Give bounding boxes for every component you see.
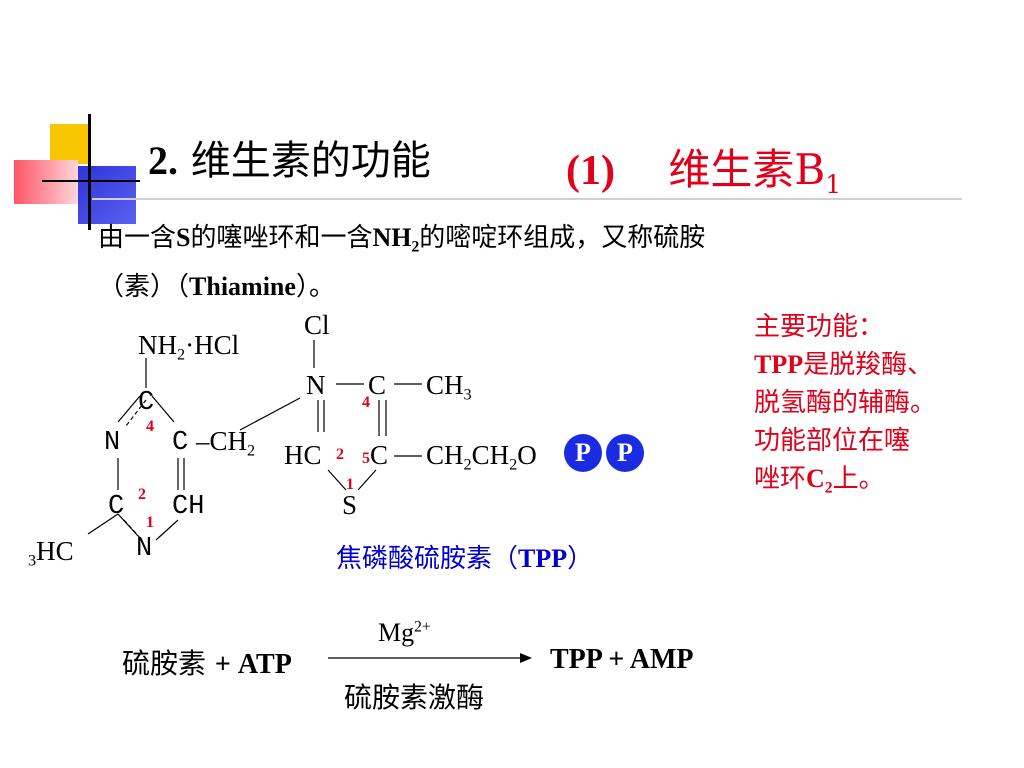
note-text: 唑环	[754, 464, 807, 494]
side-chain-subscript: 2	[463, 455, 472, 474]
description-line-1: 由一含S的噻唑环和一含NH2的嘧啶环组成，又称硫胺	[98, 218, 705, 267]
position-label: 4	[362, 394, 370, 411]
atom-n-bottom: N	[136, 534, 153, 564]
products-text: TPP + AMP	[550, 644, 694, 675]
note-subscript: 2	[824, 479, 833, 497]
decor-yellow-square	[50, 124, 90, 164]
compound-name-text: ）	[567, 544, 594, 574]
atom-side-chain: CH2CH2O	[426, 440, 537, 475]
side-chain-text: O	[517, 440, 537, 470]
decor-blue-square	[78, 166, 136, 224]
atom-c-bottom-left: C	[108, 492, 125, 522]
desc-nh: NH	[372, 223, 412, 252]
ch2-subscript: 2	[247, 441, 256, 460]
ch2-text: –CH	[196, 426, 248, 456]
note-text: 上。	[832, 464, 885, 494]
atom-c-thiazole-2: C	[370, 440, 389, 470]
note-heading: 主要功能：	[754, 312, 885, 342]
cofactor-charge: 2+	[414, 618, 431, 636]
hcl-text: ·HCl	[185, 330, 240, 360]
subtitle-text: 维生素B	[668, 145, 826, 194]
desc-text: 的嘧啶环组成，又称硫胺	[419, 223, 706, 253]
note-c: C	[806, 464, 825, 493]
decor-horizontal-line	[42, 180, 140, 182]
reactant-text: 硫胺素	[122, 647, 207, 680]
atom-n-thiazole: N	[306, 370, 326, 400]
side-chain-subscript: 2	[509, 455, 518, 474]
note-tpp: TPP	[754, 350, 804, 379]
atom-ch2: –CH2	[196, 426, 255, 461]
desc-thiamine: Thiamine	[189, 272, 296, 302]
atom-ch3: CH3	[426, 370, 472, 405]
phosphate-circle: P	[564, 434, 602, 472]
nh2-text: NH	[138, 330, 177, 360]
position-label: 1	[146, 514, 154, 531]
note-line-4: 功能部位在噻	[754, 426, 911, 456]
note-line-2: TPP是脱羧酶、	[754, 346, 936, 384]
section-subtitle: (1) 维生素B1	[566, 136, 841, 199]
side-chain-text: CH	[426, 440, 464, 470]
desc-subscript: 2	[411, 238, 420, 256]
reaction-products: TPP + AMP	[550, 642, 694, 676]
subtitle-marker: (1)	[566, 148, 615, 194]
position-label: 1	[346, 476, 354, 493]
atom-c-top: C	[138, 388, 155, 418]
atom-hc-thiazole: HC	[284, 440, 322, 470]
position-label: 4	[146, 418, 154, 435]
compound-name-tpp: TPP	[518, 544, 568, 573]
corner-decoration	[0, 100, 140, 230]
title-number: 2.	[148, 138, 178, 183]
atom-c-thiazole: C	[368, 370, 387, 400]
decor-red-block	[14, 160, 78, 204]
atom-s: S	[342, 490, 358, 520]
reaction-enzyme: 硫胺素激酶	[344, 681, 485, 714]
position-label: 5	[362, 450, 370, 467]
title-text: 维生素的功能	[190, 138, 431, 184]
note-text: 是脱羧酶、	[803, 350, 934, 380]
atom-n-left: N	[104, 428, 121, 458]
nh2-subscript: 2	[177, 345, 186, 364]
desc-text: （素）（	[98, 272, 190, 303]
h3c-text: HC	[36, 536, 74, 566]
reaction-cofactor: Mg2+	[378, 618, 431, 648]
side-chain-text: CH	[471, 440, 510, 470]
decor-vertical-line	[88, 114, 91, 230]
atom-nh2-hcl: NH2·HCl	[138, 330, 239, 365]
ch3-text: CH	[426, 370, 464, 400]
main-function-note: 主要功能： TPP是脱羧酶、 脱氢酶的辅酶。 功能部位在噻 唑环C2上。	[754, 308, 936, 507]
compound-name: 焦磷酸硫胺素（TPP）	[336, 538, 593, 575]
position-label: 2	[138, 486, 146, 503]
desc-s: S	[176, 223, 191, 252]
note-line-5: 唑环C2上。	[754, 460, 936, 507]
reactant-atp: + ATP	[214, 649, 292, 680]
page-title: 2. 维生素的功能	[148, 128, 431, 186]
h3c-subscript: 3	[28, 551, 37, 570]
description-paragraph: 由一含S的噻唑环和一含NH2的嘧啶环组成，又称硫胺 （素）（Thiamine）。	[98, 218, 705, 307]
subtitle-subscript: 1	[825, 169, 842, 199]
atom-h3c: 3HC	[28, 536, 74, 571]
atom-ch-bottom-right: CH	[172, 492, 205, 522]
atom-c-right: C	[172, 428, 189, 458]
description-line-2: （素）（Thiamine）。	[98, 267, 705, 307]
phosphate-circle: P	[606, 434, 644, 472]
compound-name-text: 焦磷酸硫胺素（	[336, 544, 519, 574]
position-label: 2	[336, 446, 344, 463]
ch3-subscript: 3	[463, 385, 472, 404]
desc-text: ）。	[295, 272, 335, 303]
atom-cl: Cl	[304, 310, 330, 340]
desc-text: 的噻唑环和一含	[190, 223, 373, 253]
desc-text: 由一含	[98, 223, 177, 253]
reaction-reactants: 硫胺素 + ATP	[122, 642, 292, 682]
title-underline	[92, 198, 962, 200]
note-line-3: 脱氢酶的辅酶。	[754, 388, 937, 418]
cofactor-text: Mg	[378, 618, 415, 647]
